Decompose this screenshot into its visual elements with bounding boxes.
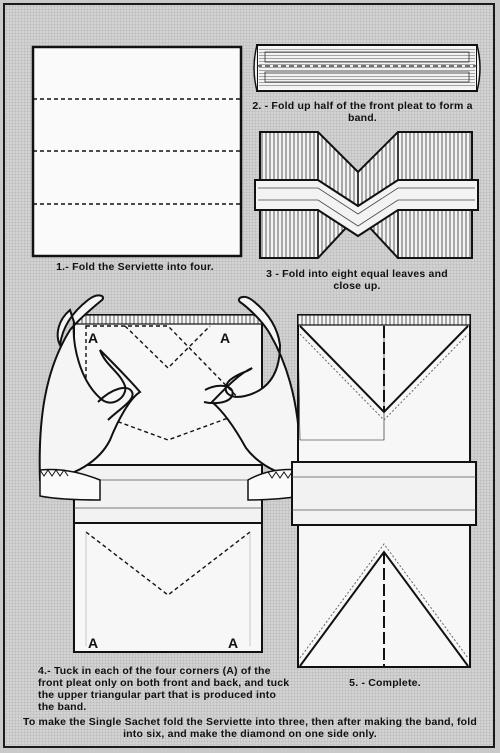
corner-label-top-right: A [220, 330, 230, 346]
corner-label-top-left: A [88, 330, 98, 346]
step2-caption: 2. - Fold up half of the front pleat to … [252, 100, 473, 124]
step4-caption: 4.- Tuck in each of the four corners (A)… [38, 665, 290, 713]
corner-label-bottom-left: A [88, 635, 98, 651]
corner-label-bottom-right: A [228, 635, 238, 651]
step3-leaves-figure [254, 131, 479, 259]
footer-instruction: To make the Single Sachet fold the Servi… [22, 716, 477, 740]
step5-caption: 5. - Complete. [349, 677, 421, 689]
step3-caption: 3 - Fold into eight equal leaves and clo… [266, 268, 448, 292]
step1-caption: 1.- Fold the Serviette into four. [56, 261, 214, 273]
step1-serviette-figure [31, 45, 243, 258]
step4-tuck-figure [38, 294, 302, 653]
step2-band-figure [253, 44, 481, 92]
step5-complete-figure [291, 314, 477, 668]
